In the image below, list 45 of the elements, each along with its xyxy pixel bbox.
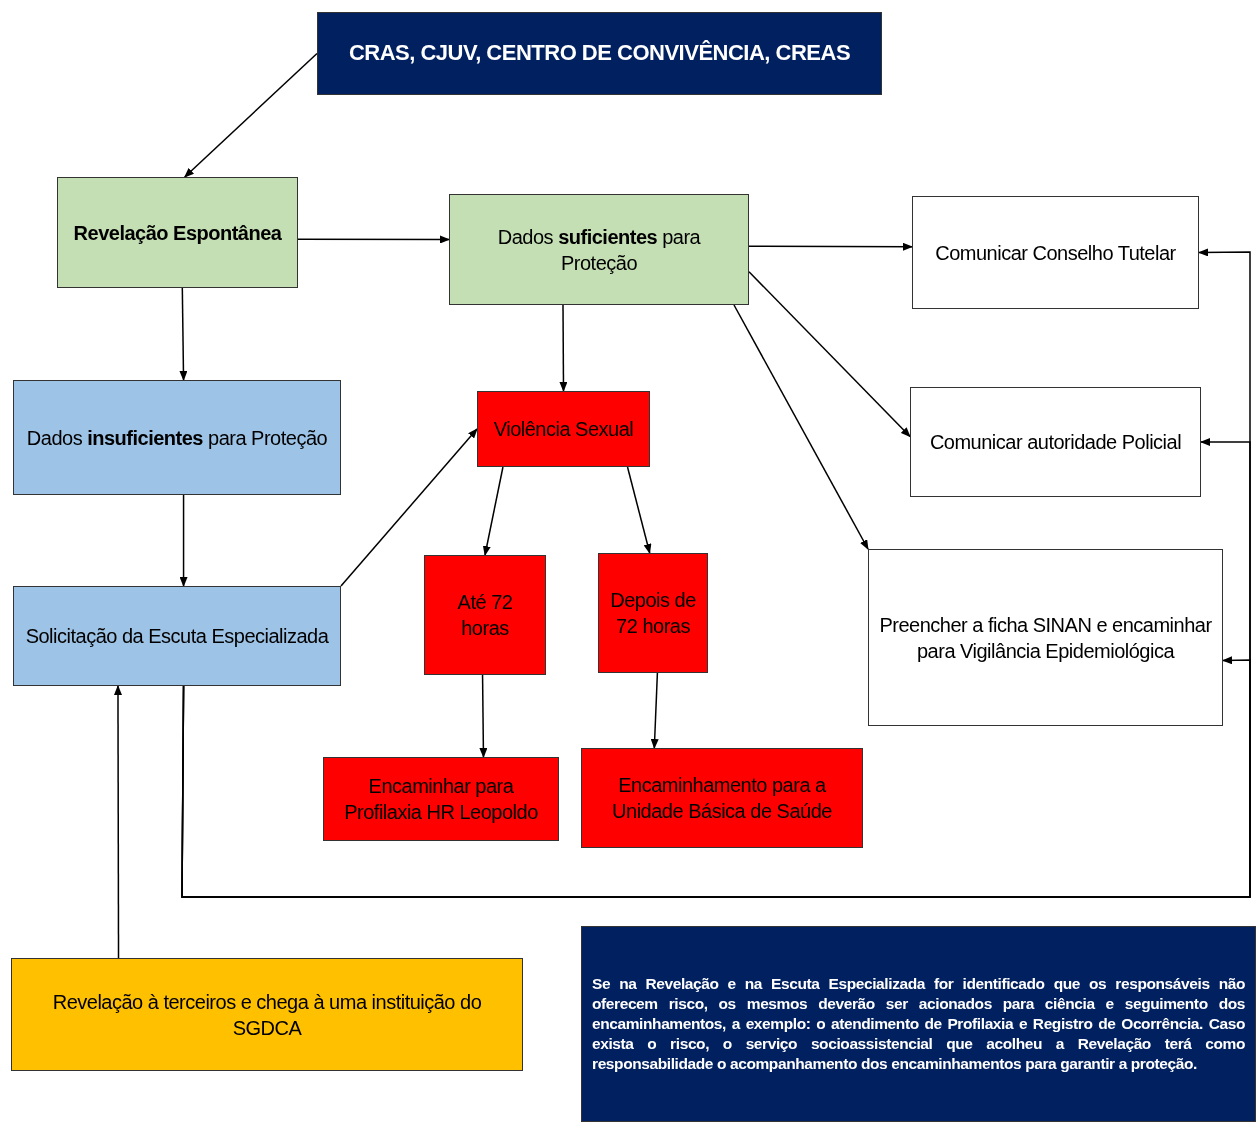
node-label: Comunicar autoridade Policial: [929, 430, 1182, 455]
action-box: [912, 196, 1199, 309]
process-box: [477, 391, 650, 467]
arrow: [340, 428, 478, 587]
node-label: Dados insuficientes para Proteção: [26, 425, 328, 451]
process-box: [581, 748, 863, 848]
arrow: [297, 235, 450, 244]
node-label: Até 72 horas: [456, 590, 514, 641]
action-box: [910, 387, 1201, 497]
arrow: [733, 304, 869, 550]
process-box: [13, 380, 341, 495]
process-box: [424, 555, 546, 675]
node-label: Revelação à terceiros e chega à uma instituição do SGDCA: [51, 989, 483, 1041]
title-box: [317, 12, 882, 95]
note-text: Se na Revelação e na Escuta Especializada for identificado que os responsáveis não oferecem risco, os mesmos deverão ser acionados para ciência e seguimento dos encaminhamentos, a exemplo: o atendimento de Profilaxia e Registro de Ocorrência. Caso exista o risco, o serviço socioassistencial que acolheu a Revelação terá como responsabilidade o acompanhamento dos encaminhamentos para garantir a proteção.: [592, 973, 1245, 1075]
arrow: [179, 287, 188, 381]
node-label: Depois de 72 horas: [609, 588, 697, 639]
node-label: Preencher a ficha SINAN e encaminhar para Vigilância Epidemiológica: [878, 612, 1213, 664]
arrow: [559, 304, 568, 392]
process-box: [323, 757, 559, 841]
node-label: Encaminhamento para a Unidade Básica de Saúde: [611, 773, 833, 824]
note-box: [581, 926, 1256, 1122]
arrow: [479, 674, 488, 758]
arrow: [179, 494, 188, 587]
arrow: [181, 656, 1251, 898]
node-label: Dados suficientes para Proteção: [496, 224, 702, 276]
process-box: [449, 194, 749, 305]
process-box: [11, 958, 523, 1071]
arrow: [482, 466, 504, 556]
process-box: [57, 177, 298, 288]
process-box: [598, 553, 708, 673]
node-label: Violência Sexual: [493, 417, 634, 442]
node-label: Encaminhar para Profilaxia HR Leopoldo: [343, 774, 539, 825]
process-box: [13, 586, 341, 686]
node-label: CRAS, CJUV, CENTRO DE CONVIVÊNCIA, CREAS: [348, 39, 851, 68]
arrow: [114, 685, 122, 959]
node-label: Revelação Espontânea: [73, 220, 282, 246]
arrow: [650, 672, 659, 749]
action-box: [868, 549, 1223, 726]
node-label: Solicitação da Escuta Especializada: [25, 624, 329, 649]
arrow: [184, 52, 318, 178]
arrow: [748, 270, 911, 438]
node-label: Comunicar Conselho Tutelar: [935, 240, 1176, 266]
arrow: [748, 242, 913, 251]
arrow: [626, 466, 652, 554]
